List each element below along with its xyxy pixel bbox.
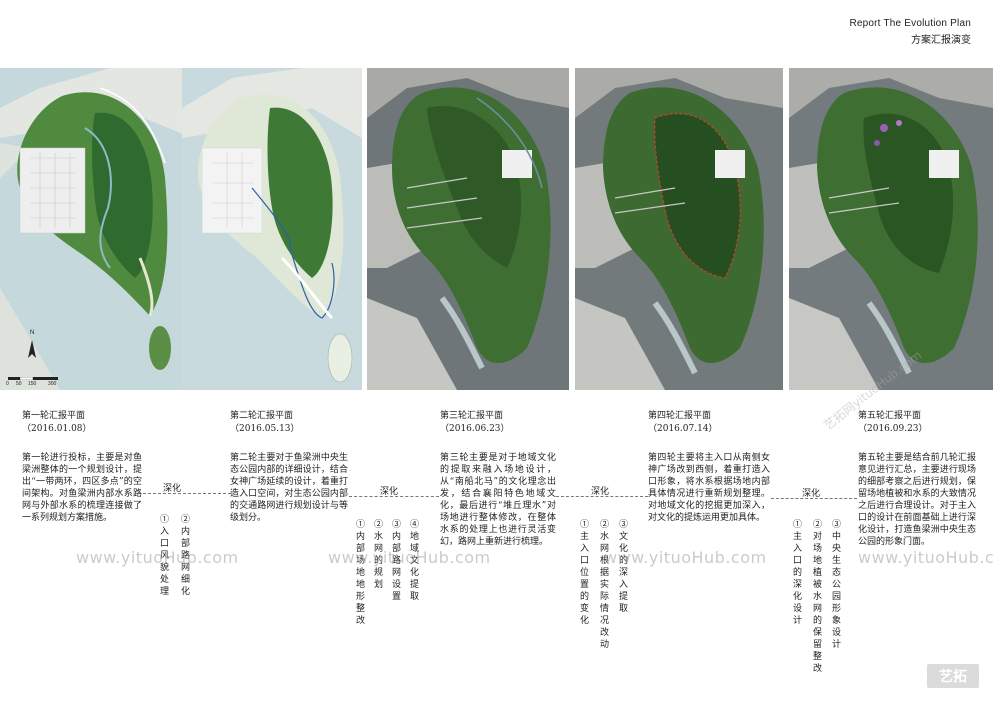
deepen-arrow-4: [771, 498, 857, 499]
round-2-date: （2016.05.13）: [230, 424, 300, 434]
change-item-1-2: ②内部路网细化: [180, 515, 190, 597]
plan-image-round-2: [182, 68, 362, 390]
brand-logo: 艺拓: [927, 664, 979, 688]
round-4-title: 第四轮汇报平面: [648, 411, 712, 421]
change-item-1-1: ①入口风貌处理: [159, 515, 169, 597]
scale-label-0: 0: [6, 381, 9, 387]
deepen-arrow-2: [349, 496, 439, 497]
deepen-arrow-3: [556, 496, 648, 497]
header-title-cn: 方案汇报演变: [911, 35, 971, 46]
round-3-title: 第三轮汇报平面: [440, 411, 504, 421]
deepen-label-1: 深化: [163, 484, 182, 494]
round-1-title: 第一轮汇报平面: [22, 411, 86, 421]
deepen-label-3: 深化: [591, 487, 610, 497]
change-item-3-2: ②水网根据实际情况改动: [599, 520, 609, 650]
change-item-2-3: ③内部路网设置: [391, 520, 401, 602]
plan-image-round-3: [367, 68, 569, 390]
plan-image-round-5: [789, 68, 993, 390]
round-3-date: （2016.06.23）: [440, 424, 510, 434]
change-item-4-2: ②对场地植被水网的保留整改: [812, 520, 822, 674]
deepen-label-2: 深化: [380, 487, 399, 497]
north-letter: N: [30, 330, 35, 336]
change-item-4-1: ①主入口的深化设计: [792, 520, 802, 626]
scale-bar: [8, 377, 58, 380]
plan-image-round-4: [575, 68, 783, 390]
page-header: Report The Evolution Plan 方案汇报演变: [849, 18, 971, 46]
scale-label-300: 300: [48, 381, 57, 387]
deepen-arrow-1: [143, 493, 231, 494]
round-5-title: 第五轮汇报平面: [858, 411, 922, 421]
watermark-3: www.yituoHub.com: [604, 548, 767, 567]
change-item-2-1: ①内部场地地形整改: [355, 520, 365, 626]
round-5-description: 第五轮主要是结合前几轮汇报意见进行汇总，主要进行现场的细部考察之后进行规划，保留…: [858, 453, 976, 547]
round-1-description: 第一轮进行投标，主要是对鱼梁洲整体的一个规划设计，提出“一带两环，四区多点”的空…: [22, 453, 142, 523]
deepen-label-4: 深化: [802, 489, 821, 499]
watermark-1: www.yituoHub.com: [76, 548, 239, 567]
change-item-3-1: ①主入口位置的变化: [579, 520, 589, 626]
round-2-description: 第二轮主要对于鱼梁洲中央生态公园内部的详细设计，结合女神广场延续的设计，着重打造…: [230, 453, 348, 523]
watermark-4: www.yituoHub.com: [858, 548, 993, 567]
header-title-en: Report The Evolution Plan: [849, 18, 971, 29]
round-2-title: 第二轮汇报平面: [230, 411, 294, 421]
round-3-description: 第三轮主要是对于地域文化的提取来融入场地设计，从“南船北马”的文化理念出发，结合…: [440, 453, 556, 547]
change-item-2-2: ②水网的规划: [373, 520, 383, 590]
plan-image-round-1: N 0 50 150 300: [0, 68, 192, 390]
scale-label-50: 50: [16, 381, 22, 387]
change-item-2-4: ④地域文化提取: [409, 520, 419, 602]
north-arrow-icon: [26, 340, 38, 360]
round-4-date: （2016.07.14）: [648, 424, 718, 434]
round-5-date: （2016.09.23）: [858, 424, 928, 434]
round-4-description: 第四轮主要将主入口从南侧女神广场改到西侧，着重打造入口形象，将水系根据场地内部具…: [648, 453, 770, 523]
change-item-4-3: ③中央生态公园形象设计: [831, 520, 841, 650]
scale-label-150: 150: [28, 381, 37, 387]
watermark-2: www.yituoHub.com: [328, 548, 491, 567]
round-1-date: （2016.01.08）: [22, 424, 92, 434]
change-item-3-3: ③文化的深入提取: [618, 520, 628, 614]
